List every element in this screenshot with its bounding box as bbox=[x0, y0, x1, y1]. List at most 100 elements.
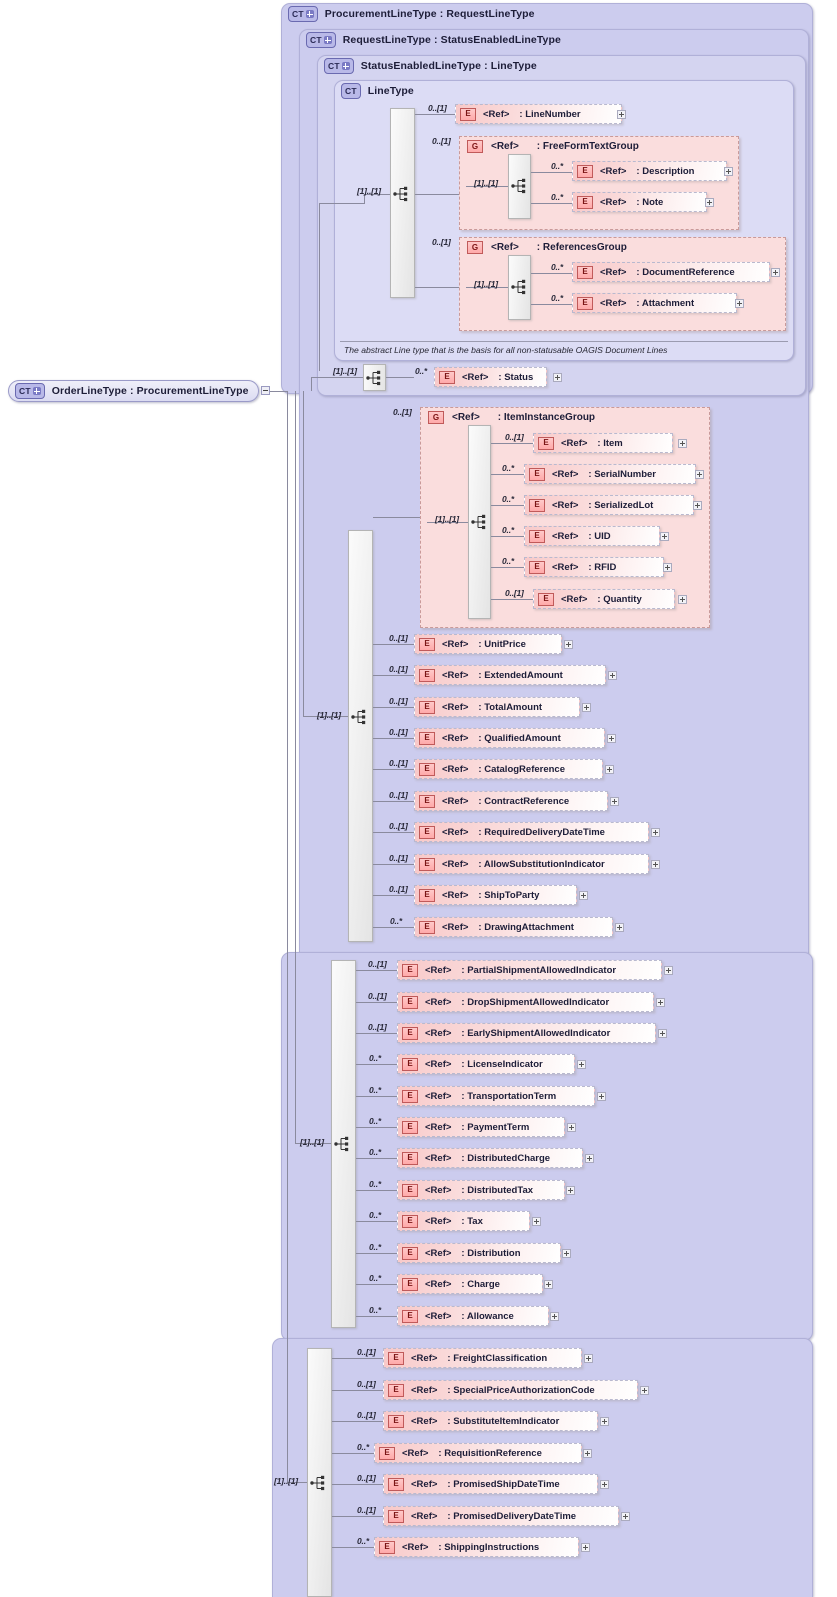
element-paymentterm[interactable]: E <Ref> : PaymentTerm bbox=[397, 1117, 565, 1137]
element-name: : ExtendedAmount bbox=[478, 669, 563, 681]
element-item[interactable]: E <Ref> : Item bbox=[533, 433, 673, 453]
element-allowance[interactable]: E <Ref> : Allowance bbox=[397, 1306, 549, 1326]
connector bbox=[356, 1190, 397, 1191]
element-requireddeliverydatetime[interactable]: E <Ref> : RequiredDeliveryDateTime bbox=[414, 822, 649, 842]
element-distribution[interactable]: E <Ref> : Distribution bbox=[397, 1243, 561, 1263]
element-ref-label: <Ref> bbox=[425, 1121, 452, 1133]
container-procurementlinetype-lower[interactable] bbox=[281, 952, 813, 1341]
expand-icon[interactable] bbox=[597, 1092, 606, 1101]
element-freightclassification[interactable]: E <Ref> : FreightClassification bbox=[383, 1348, 582, 1368]
expand-icon[interactable] bbox=[660, 532, 669, 541]
element-promiseddeliverydatetime[interactable]: E <Ref> : PromisedDeliveryDateTime bbox=[383, 1506, 619, 1526]
element-documentreference[interactable]: E <Ref> : DocumentReference bbox=[572, 262, 770, 282]
expand-icon[interactable] bbox=[678, 439, 687, 448]
element-charge[interactable]: E <Ref> : Charge bbox=[397, 1274, 543, 1294]
expand-icon[interactable] bbox=[617, 110, 626, 119]
element-uid[interactable]: E <Ref> : UID bbox=[524, 526, 660, 546]
element-partialshipmentallowedindicator[interactable]: E <Ref> : PartialShipmentAllowedIndicato… bbox=[397, 960, 662, 980]
element-allowsubstitutionindicator[interactable]: E <Ref> : AllowSubstitutionIndicator bbox=[414, 854, 649, 874]
element-specialpriceauthorizationcode[interactable]: E <Ref> : SpecialPriceAuthorizationCode bbox=[383, 1380, 638, 1400]
expand-icon[interactable] bbox=[607, 734, 616, 743]
element-ref-label: <Ref> bbox=[552, 468, 579, 480]
element-substituteitemindicator[interactable]: E <Ref> : SubstituteItemIndicator bbox=[383, 1411, 598, 1431]
expand-icon[interactable] bbox=[658, 1029, 667, 1038]
element-name: : UnitPrice bbox=[478, 638, 526, 650]
element-transportationterm[interactable]: E <Ref> : TransportationTerm bbox=[397, 1086, 595, 1106]
element-catalogreference[interactable]: E <Ref> : CatalogReference bbox=[414, 759, 603, 779]
expand-icon[interactable] bbox=[600, 1417, 609, 1426]
element-qualifiedamount[interactable]: E <Ref> : QualifiedAmount bbox=[414, 728, 605, 748]
sequence-plate-orderlinetype[interactable] bbox=[307, 1348, 332, 1597]
connector bbox=[332, 1547, 374, 1548]
expand-icon[interactable] bbox=[567, 1123, 576, 1132]
expand-icon[interactable] bbox=[735, 299, 744, 308]
expand-icon[interactable] bbox=[562, 1249, 571, 1258]
connector bbox=[531, 273, 572, 274]
element-linenumber[interactable]: E <Ref> : LineNumber bbox=[455, 104, 622, 124]
expand-icon[interactable] bbox=[553, 373, 562, 382]
element-serialnumber[interactable]: E <Ref> : SerialNumber bbox=[524, 464, 696, 484]
expand-icon[interactable] bbox=[608, 671, 617, 680]
expand-icon[interactable] bbox=[577, 1060, 586, 1069]
sequence-plate-requestlinetype[interactable] bbox=[348, 530, 373, 942]
element-quantity[interactable]: E <Ref> : Quantity bbox=[533, 589, 675, 609]
expand-icon[interactable] bbox=[664, 966, 673, 975]
element-description[interactable]: E <Ref> : Description bbox=[572, 161, 727, 181]
element-requisitionreference[interactable]: E <Ref> : RequisitionReference bbox=[374, 1443, 582, 1463]
expand-icon[interactable] bbox=[605, 765, 614, 774]
expand-icon[interactable] bbox=[663, 563, 672, 572]
expand-icon[interactable] bbox=[693, 501, 702, 510]
expand-icon[interactable] bbox=[582, 703, 591, 712]
expand-icon[interactable] bbox=[651, 860, 660, 869]
expand-icon[interactable] bbox=[615, 923, 624, 932]
expand-icon[interactable] bbox=[621, 1512, 630, 1521]
element-unitprice[interactable]: E <Ref> : UnitPrice bbox=[414, 634, 562, 654]
element-note[interactable]: E <Ref> : Note bbox=[572, 192, 707, 212]
expand-icon[interactable] bbox=[550, 1312, 559, 1321]
expand-icon[interactable] bbox=[532, 1217, 541, 1226]
element-totalamount[interactable]: E <Ref> : TotalAmount bbox=[414, 697, 580, 717]
element-tax[interactable]: E <Ref> : Tax bbox=[397, 1211, 530, 1231]
expand-icon[interactable] bbox=[705, 198, 714, 207]
expand-icon[interactable] bbox=[566, 1186, 575, 1195]
expand-icon[interactable] bbox=[584, 1354, 593, 1363]
expand-icon[interactable] bbox=[724, 167, 733, 176]
element-distributedcharge[interactable]: E <Ref> : DistributedCharge bbox=[397, 1148, 583, 1168]
element-drawingattachment[interactable]: E <Ref> : DrawingAttachment bbox=[414, 917, 613, 937]
connector bbox=[364, 194, 365, 204]
element-promisedshipdatetime[interactable]: E <Ref> : PromisedShipDateTime bbox=[383, 1474, 598, 1494]
expand-icon[interactable] bbox=[610, 797, 619, 806]
expand-icon[interactable] bbox=[579, 891, 588, 900]
element-dropshipmentallowedindicator[interactable]: E <Ref> : DropShipmentAllowedIndicator bbox=[397, 992, 654, 1012]
element-licenseindicator[interactable]: E <Ref> : LicenseIndicator bbox=[397, 1054, 575, 1074]
root-collapse-toggle[interactable] bbox=[261, 386, 270, 395]
element-serializedlot[interactable]: E <Ref> : SerializedLot bbox=[524, 495, 694, 515]
expand-icon[interactable] bbox=[695, 470, 704, 479]
expand-icon[interactable] bbox=[600, 1480, 609, 1489]
element-distributedtax[interactable]: E <Ref> : DistributedTax bbox=[397, 1180, 565, 1200]
element-name: : AllowSubstitutionIndicator bbox=[478, 858, 605, 870]
element-rfid[interactable]: E <Ref> : RFID bbox=[524, 557, 664, 577]
element-attachment[interactable]: E <Ref> : Attachment bbox=[572, 293, 737, 313]
expand-icon[interactable] bbox=[583, 1449, 592, 1458]
expand-icon[interactable] bbox=[651, 828, 660, 837]
element-contractreference[interactable]: E <Ref> : ContractReference bbox=[414, 791, 608, 811]
expand-icon[interactable] bbox=[656, 998, 665, 1007]
expand-icon[interactable] bbox=[640, 1386, 649, 1395]
expand-icon[interactable] bbox=[581, 1543, 590, 1552]
sequence-plate-linetype[interactable] bbox=[390, 108, 415, 298]
element-shiptoparty[interactable]: E <Ref> : ShipToParty bbox=[414, 885, 577, 905]
group-box-freeformtextgroup[interactable] bbox=[459, 136, 739, 230]
expand-icon[interactable] bbox=[678, 595, 687, 604]
element-shippinginstructions[interactable]: E <Ref> : ShippingInstructions bbox=[374, 1537, 579, 1557]
expand-icon[interactable] bbox=[585, 1154, 594, 1163]
root-node-orderlinetype[interactable]: CT OrderLineType : ProcurementLineType bbox=[8, 380, 259, 402]
expand-icon[interactable] bbox=[771, 268, 780, 277]
element-earlyshipmentallowedindicator[interactable]: E <Ref> : EarlyShipmentAllowedIndicator bbox=[397, 1023, 656, 1043]
element-status[interactable]: E <Ref> : Status bbox=[434, 367, 547, 387]
container-orderlinetype-lower[interactable] bbox=[272, 1338, 813, 1597]
expand-icon[interactable] bbox=[564, 640, 573, 649]
element-extendedamount[interactable]: E <Ref> : ExtendedAmount bbox=[414, 665, 606, 685]
connector bbox=[373, 864, 414, 865]
expand-icon[interactable] bbox=[544, 1280, 553, 1289]
